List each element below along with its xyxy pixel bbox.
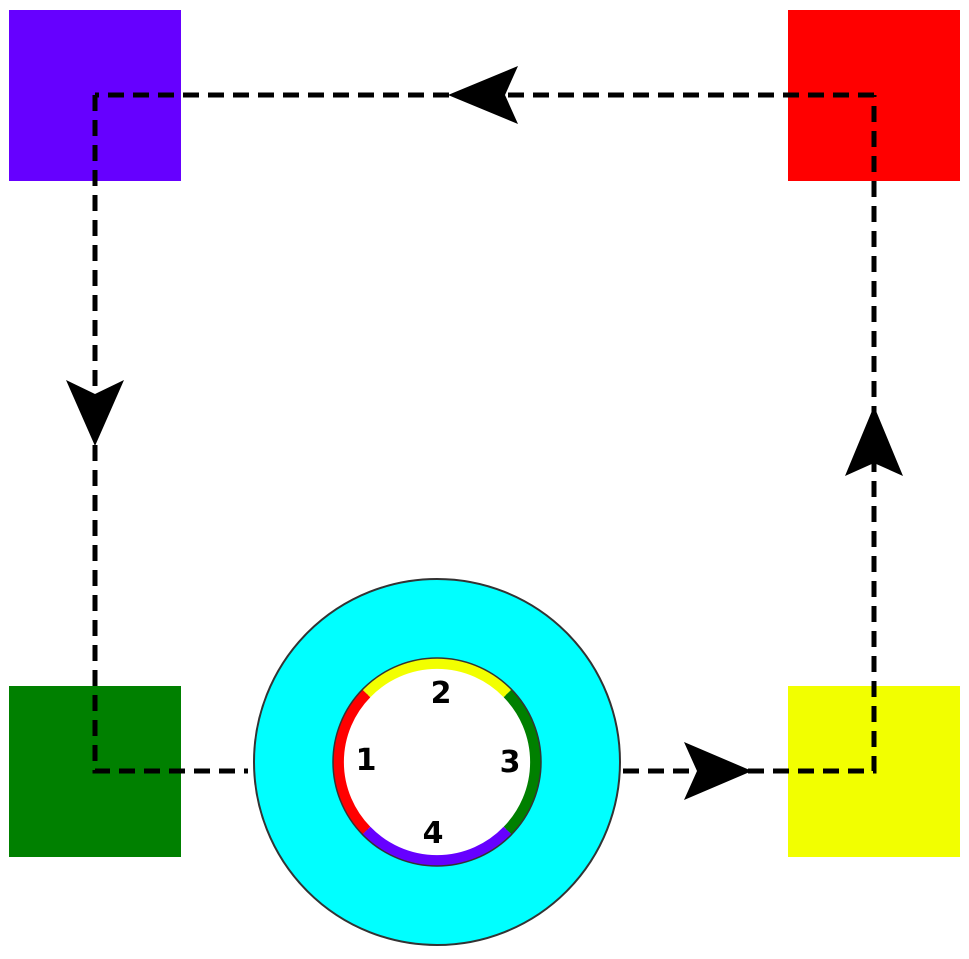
label-4: 4 bbox=[423, 816, 444, 851]
segment-4-purple bbox=[362, 826, 512, 867]
ring-outline-outer bbox=[332, 657, 542, 867]
path-left bbox=[92, 95, 248, 774]
segment-3-green bbox=[503, 689, 542, 835]
label-2: 2 bbox=[431, 676, 452, 711]
segment-1-red bbox=[332, 689, 371, 835]
arrow-left-icon bbox=[448, 66, 518, 124]
arrow-right-icon bbox=[684, 742, 752, 800]
label-1: 1 bbox=[356, 743, 377, 778]
path-bottom-right bbox=[623, 95, 877, 774]
arrow-up-icon bbox=[845, 406, 903, 476]
segment-2-yellow bbox=[362, 657, 512, 698]
label-3: 3 bbox=[500, 745, 521, 780]
arrow-down-icon bbox=[66, 380, 124, 446]
